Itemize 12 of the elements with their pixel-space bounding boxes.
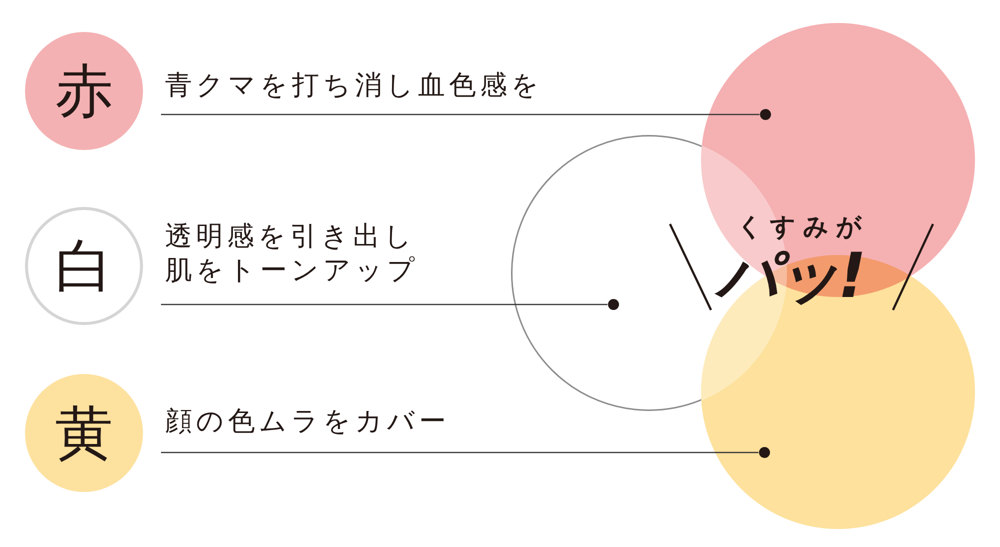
- leader-line: [161, 114, 760, 116]
- description-text: 透明感を引き出し肌をトーンアップ: [164, 220, 420, 288]
- exclamation-text: パッ!: [716, 240, 864, 312]
- category-label: 黄: [55, 404, 113, 462]
- leader-line: [161, 452, 758, 454]
- category-label: 赤: [55, 62, 113, 120]
- dot-icon: [608, 299, 618, 310]
- description-text: 顔の色ムラをカバー: [164, 405, 450, 439]
- category-label: 白: [55, 237, 113, 295]
- catchphrase-text: くすみが: [737, 213, 869, 242]
- description-text: 青クマを打ち消し血色感を: [164, 69, 543, 103]
- leader-line: [161, 304, 608, 306]
